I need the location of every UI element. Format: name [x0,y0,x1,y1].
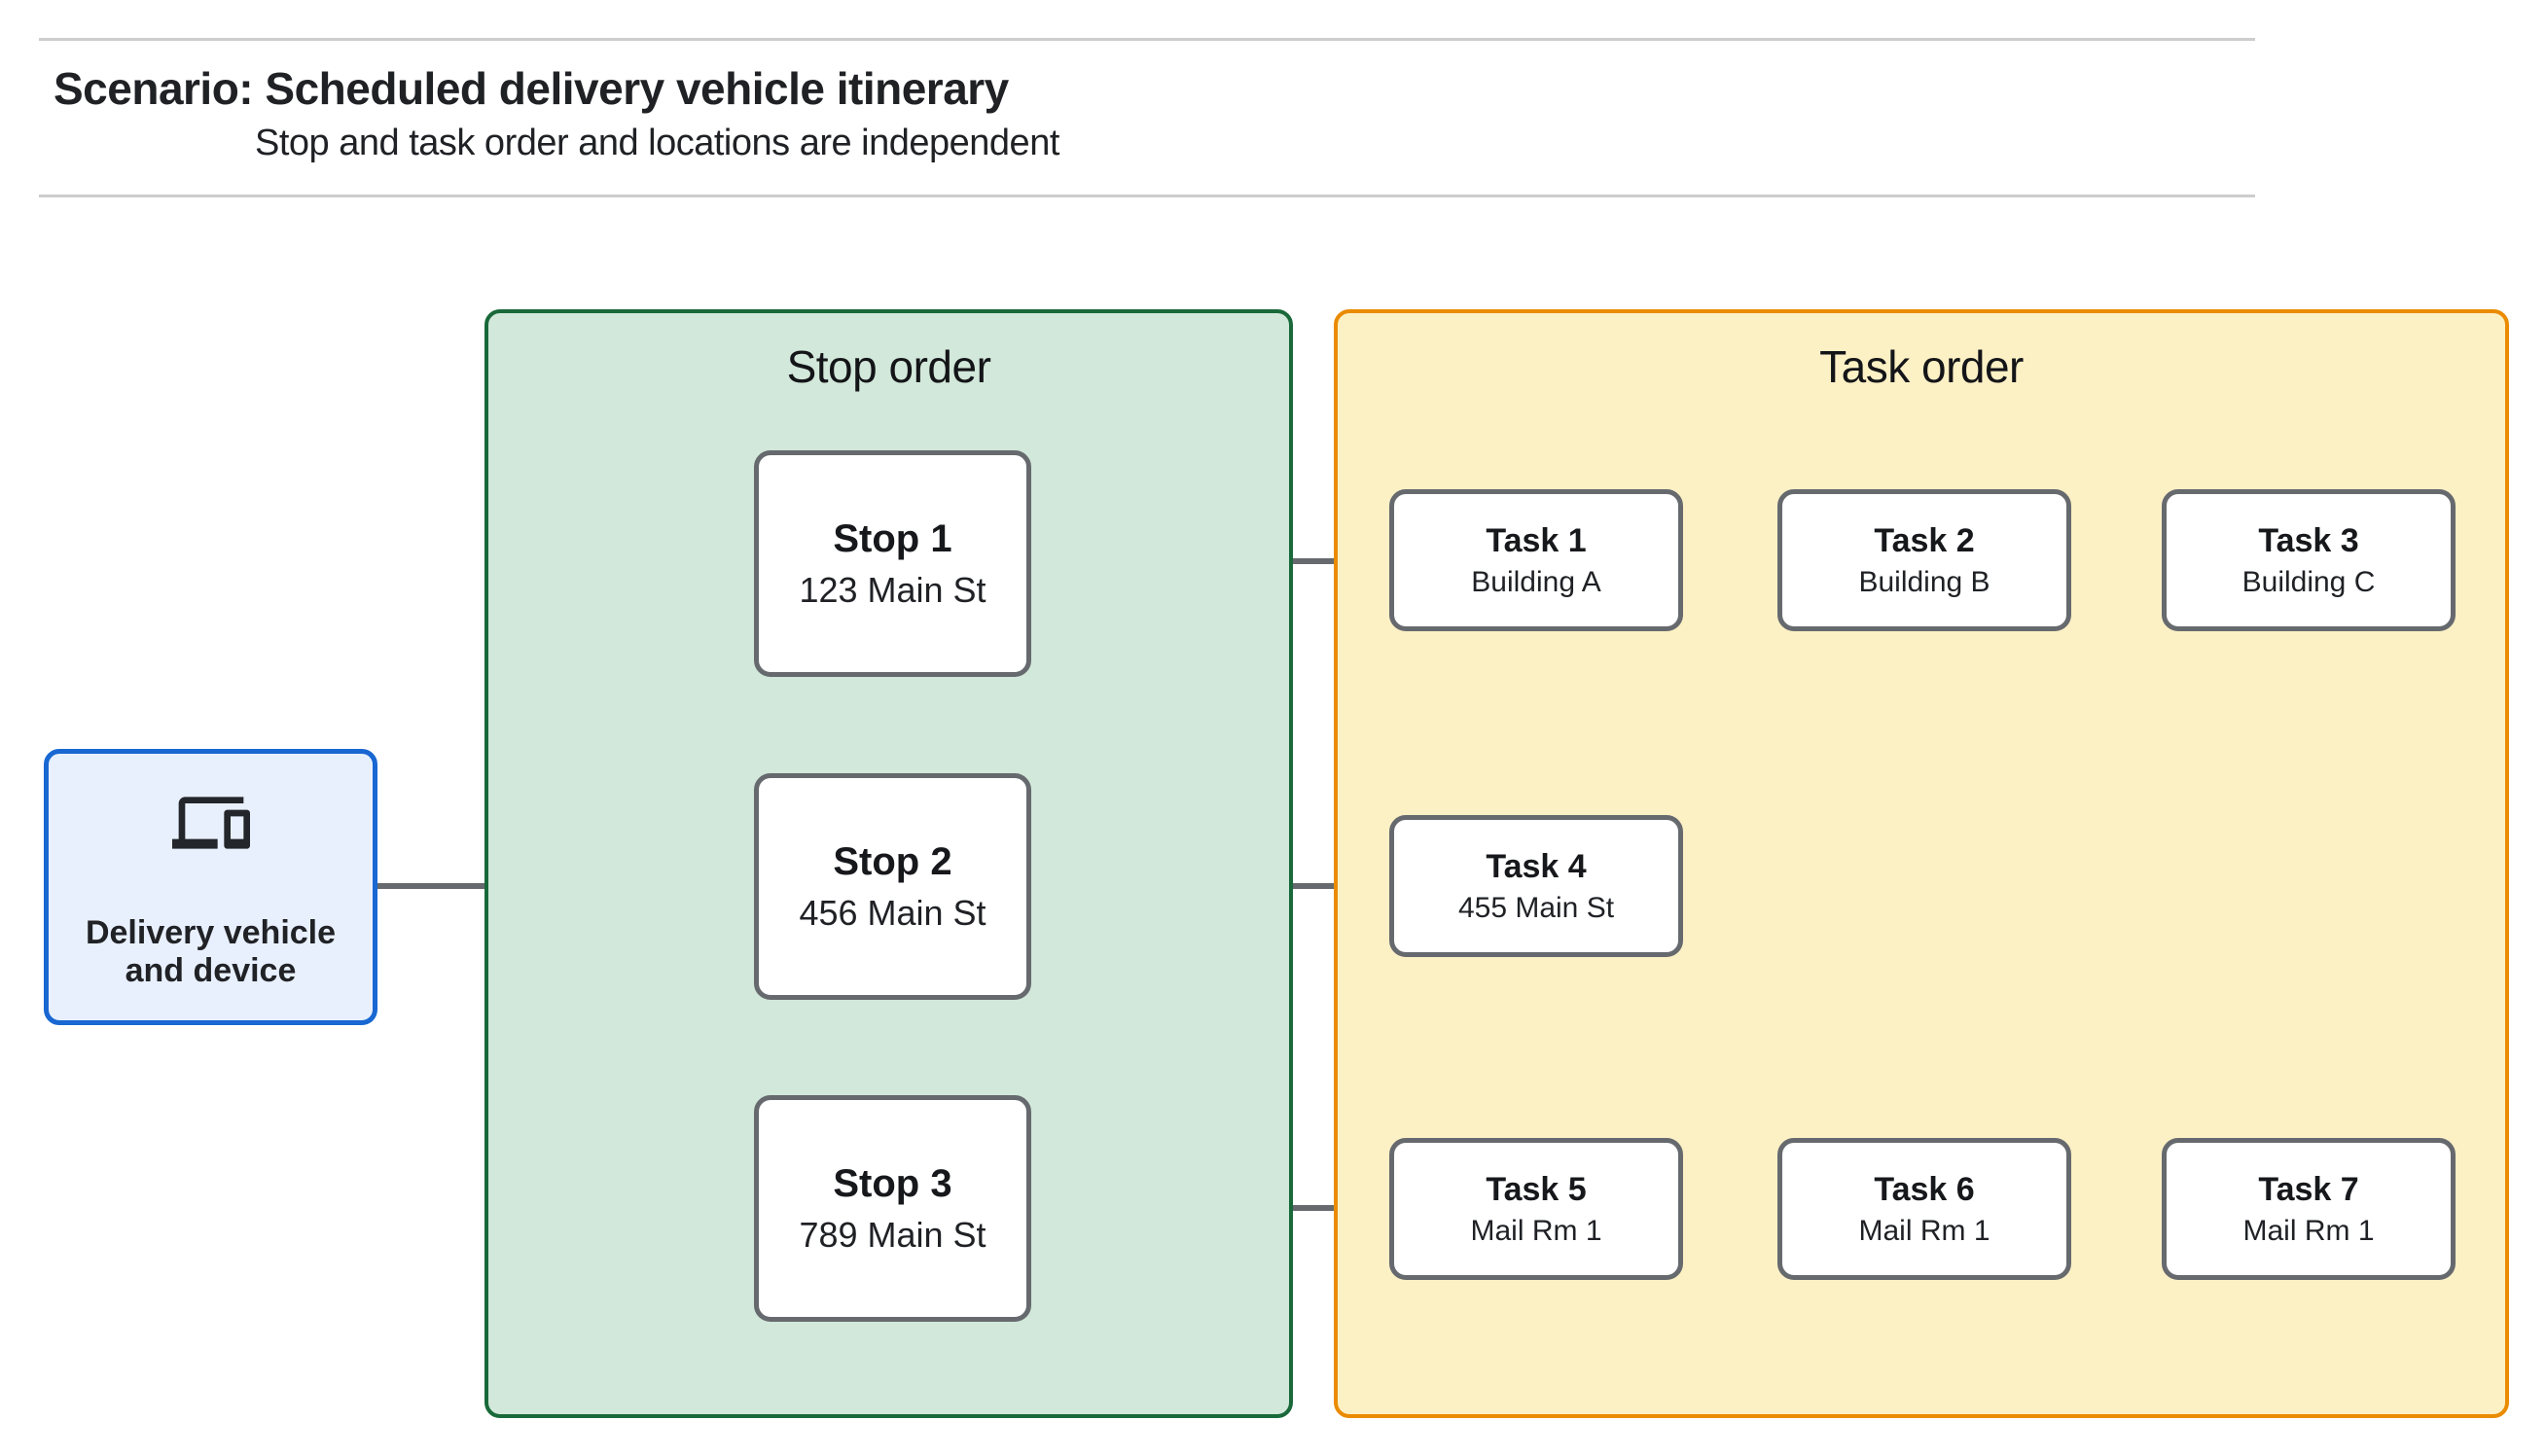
task-7-location: Mail Rm 1 [2242,1214,2375,1247]
task-6-node: Task 6 Mail Rm 1 [1777,1138,2071,1280]
task-2-node: Task 2 Building B [1777,489,2071,631]
stop-order-title: Stop order [786,341,991,392]
task-5-location: Mail Rm 1 [1470,1214,1602,1247]
task-5-title: Task 5 [1486,1170,1587,1208]
divider-top [39,38,2255,41]
stop-1-title: Stop 1 [833,516,952,560]
task-5-node: Task 5 Mail Rm 1 [1389,1138,1683,1280]
task-1-title: Task 1 [1486,521,1587,559]
stop-2-title: Stop 2 [833,839,952,883]
stop-2-node: Stop 2 456 Main St [754,773,1031,1000]
task-3-location: Building C [2241,565,2376,598]
task-7-title: Task 7 [2258,1170,2359,1208]
stop-3-node: Stop 3 789 Main St [754,1095,1031,1322]
task-3-title: Task 3 [2258,521,2359,559]
vehicle-label-line1: Delivery vehicle [85,913,337,951]
task-order-title: Task order [1819,341,2024,392]
page-subtitle: Stop and task order and locations are in… [255,123,1059,163]
divider-bottom [39,195,2255,197]
stop-1-address: 123 Main St [799,569,986,610]
task-1-location: Building A [1471,565,1601,598]
task-6-location: Mail Rm 1 [1858,1214,1990,1247]
stop-3-title: Stop 3 [833,1161,952,1205]
task-4-node: Task 4 455 Main St [1389,815,1683,957]
vehicle-label-line2: and device [125,952,297,989]
task-2-location: Building B [1858,565,1990,598]
task-4-title: Task 4 [1486,847,1587,885]
task-6-title: Task 6 [1874,1170,1975,1208]
delivery-vehicle-node: Delivery vehicle and device [44,749,377,1025]
task-3-node: Task 3 Building C [2162,489,2456,631]
page-title: Scenario: Scheduled delivery vehicle iti… [54,63,1009,114]
task-7-node: Task 7 Mail Rm 1 [2162,1138,2456,1280]
task-2-title: Task 2 [1874,521,1975,559]
stop-3-address: 789 Main St [799,1214,986,1255]
task-4-location: 455 Main St [1457,891,1615,924]
task-1-node: Task 1 Building A [1389,489,1683,631]
stop-2-address: 456 Main St [799,892,986,933]
devices-icon [171,797,250,849]
vehicle-label: Delivery vehicle and device [86,914,336,990]
stop-1-node: Stop 1 123 Main St [754,450,1031,677]
